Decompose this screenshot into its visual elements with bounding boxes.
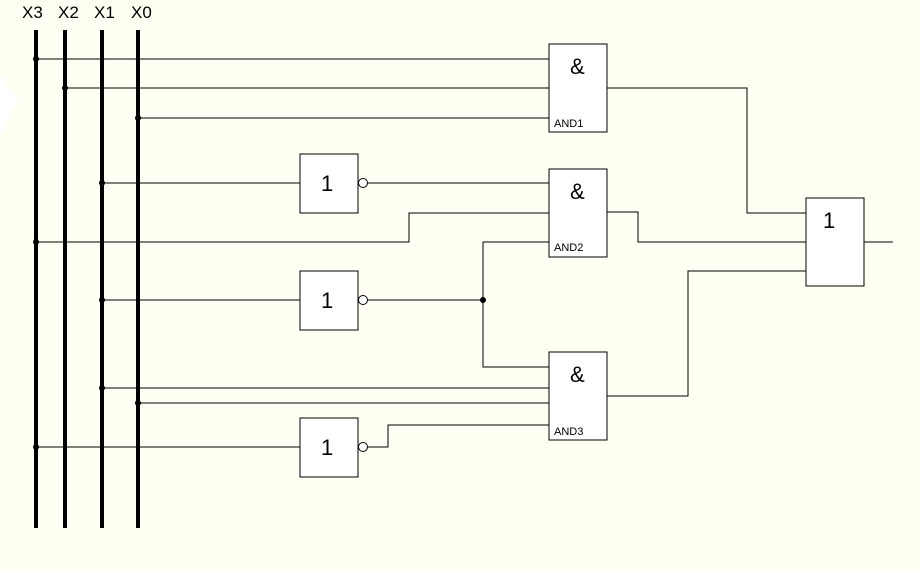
wire-x3-and2 [36,212,549,243]
and-gate-2: & AND2 [548,168,608,258]
not-gate-1-bubble [358,178,368,188]
and-gate-2-name: AND2 [554,242,583,254]
not-gate-2: 1 [299,270,368,331]
junction-dot [135,115,141,121]
and-gate-1: & AND1 [548,43,608,133]
junction-dot [135,400,141,406]
not-gate-3-bubble [358,442,368,452]
bus-label-x3: X3 [22,3,43,22]
not-gate-1-symbol: 1 [321,171,333,196]
not-gate-2-symbol: 1 [321,288,333,313]
bus-label-x2: X2 [58,3,79,22]
junction-dot [99,297,105,303]
not-gate-2-bubble [358,295,368,305]
and-gate-3-name: AND3 [554,426,583,438]
left-edge-shape [0,75,18,135]
wire-and2-or [607,211,806,243]
or-gate-symbol: 1 [823,208,835,233]
junction-dot [62,85,68,91]
wire-not3-and3 [368,424,549,448]
junction-dot [480,297,486,303]
junction-dot [33,444,39,450]
and-gate-3-symbol: & [570,362,585,387]
junction-dot [99,180,105,186]
junction-dot [33,239,39,245]
bus-label-x1: X1 [94,3,115,22]
bus-label-x0: X0 [131,3,152,22]
junction-dot [33,56,39,62]
wire-branch-and3 [482,300,549,368]
junction-dot [99,385,105,391]
wire-and1-or [607,87,806,214]
and-gate-2-symbol: & [570,179,585,204]
or-gate: 1 [805,197,865,287]
not-gate-3-symbol: 1 [321,435,333,460]
not-gate-3: 1 [299,417,368,478]
and-gate-1-symbol: & [570,54,585,79]
wire-and3-or [607,270,806,397]
wire-branch-and2 [482,241,549,300]
not-gate-1: 1 [299,153,368,214]
and-gate-1-name: AND1 [554,118,583,130]
and-gate-3: & AND3 [548,351,608,441]
